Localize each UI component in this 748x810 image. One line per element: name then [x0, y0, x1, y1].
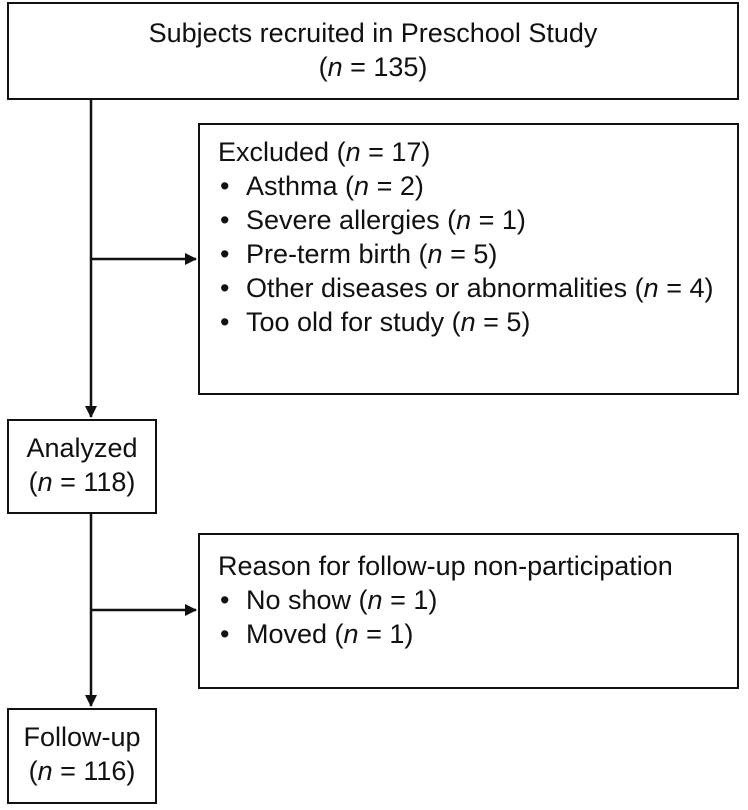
excluded-reason-item: Too old for study (n = 5)	[218, 305, 737, 339]
recruited-count: (n = 135)	[318, 52, 428, 82]
analyzed-count: (n = 118)	[28, 467, 136, 497]
nonparticipation-box: Reason for follow-up non-participation N…	[198, 533, 739, 689]
excluded-reasons-list: Asthma (n = 2) Severe allergies (n = 1) …	[218, 169, 737, 339]
nonparticipation-title: Reason for follow-up non-participation	[218, 551, 673, 581]
excluded-reason-item: Asthma (n = 2)	[218, 169, 737, 203]
analyzed-box: Analyzed (n = 118)	[7, 419, 157, 514]
followup-box: Follow-up (n = 116)	[7, 708, 157, 804]
nonparticipation-reason-item: No show (n = 1)	[218, 583, 737, 617]
followup-title: Follow-up	[23, 722, 141, 752]
excluded-reason-item: Other diseases or abnormalities (n = 4)	[218, 271, 737, 305]
nonparticipation-reason-item: Moved (n = 1)	[218, 617, 737, 651]
excluded-title: Excluded (n = 17)	[218, 137, 431, 167]
recruited-title: Subjects recruited in Preschool Study	[148, 18, 598, 48]
recruited-box: Subjects recruited in Preschool Study (n…	[7, 2, 739, 100]
analyzed-title: Analyzed	[26, 433, 138, 463]
excluded-reason-item: Pre-term birth (n = 5)	[218, 237, 737, 271]
nonparticipation-reasons-list: No show (n = 1) Moved (n = 1)	[218, 583, 737, 651]
excluded-box: Excluded (n = 17) Asthma (n = 2) Severe …	[198, 123, 739, 395]
followup-count: (n = 116)	[28, 756, 136, 786]
excluded-reason-item: Severe allergies (n = 1)	[218, 203, 737, 237]
